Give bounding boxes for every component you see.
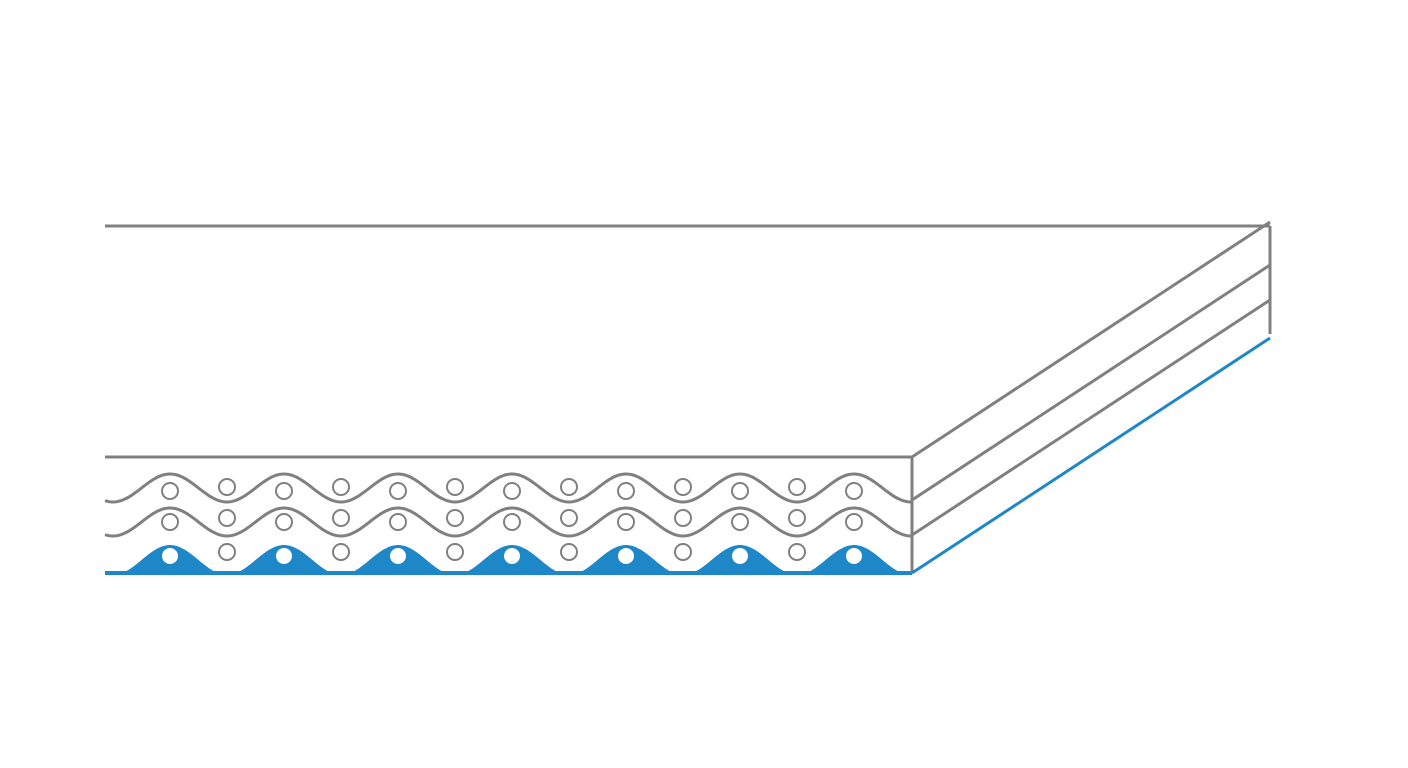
- yarn-dot: [332, 543, 350, 561]
- yarn-dot: [446, 543, 464, 561]
- yarn-dot: [332, 509, 350, 527]
- yarn-dot: [389, 513, 407, 531]
- weave-wave-upper: [104, 472, 912, 504]
- side-bottom-line: [911, 336, 1271, 575]
- yarn-dot: [674, 478, 692, 496]
- yarn-dot: [161, 482, 179, 500]
- yarn-dot: [218, 543, 236, 561]
- yarn-dot: [275, 482, 293, 500]
- yarn-dot: [218, 509, 236, 527]
- yarn-dot: [161, 513, 179, 531]
- yarn-dot: [503, 513, 521, 531]
- yarn-dot: [788, 509, 806, 527]
- diagram-front-face: [105, 224, 1270, 459]
- yarn-dot: [617, 513, 635, 531]
- yarn-dots: [161, 478, 863, 564]
- yarn-dot: [560, 509, 578, 527]
- yarn-dot: [731, 513, 749, 531]
- yarn-dot: [276, 548, 292, 564]
- yarn-dot: [504, 548, 520, 564]
- yarn-dot: [275, 513, 293, 531]
- yarn-dot: [389, 482, 407, 500]
- yarn-dot: [390, 548, 406, 564]
- yarn-dot: [162, 548, 178, 564]
- yarn-dot: [845, 482, 863, 500]
- yarn-dot: [618, 548, 634, 564]
- yarn-dot: [845, 513, 863, 531]
- yarn-dot: [788, 543, 806, 561]
- yarn-dot: [731, 482, 749, 500]
- yarn-dot: [560, 543, 578, 561]
- yarn-dot: [674, 543, 692, 561]
- yarn-dot: [332, 478, 350, 496]
- yarn-dot: [617, 482, 635, 500]
- yarn-dot: [732, 548, 748, 564]
- yarn-dot: [846, 548, 862, 564]
- side-ply-line-2: [911, 298, 1271, 537]
- diagram-side-face: [910, 220, 1272, 575]
- yarn-dot: [674, 509, 692, 527]
- yarn-dot: [560, 478, 578, 496]
- yarn-dot: [503, 482, 521, 500]
- weave-wave-lower: [104, 506, 912, 538]
- yarn-dot: [446, 478, 464, 496]
- side-ply-line-1: [911, 263, 1271, 502]
- yarn-dot: [218, 478, 236, 496]
- yarn-dot: [446, 509, 464, 527]
- side-top-line: [911, 220, 1271, 459]
- yarn-dot: [788, 478, 806, 496]
